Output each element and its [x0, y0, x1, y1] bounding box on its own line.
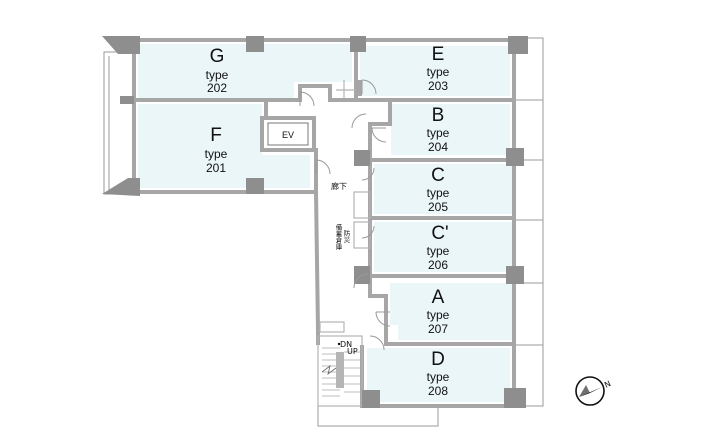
unit-c-letter: C — [431, 165, 445, 186]
unit-f-number: 201 — [206, 161, 226, 175]
unit-c-number: 205 — [428, 200, 448, 214]
unit-d-number: 208 — [428, 384, 448, 398]
unit-e-type: type — [427, 65, 450, 79]
unit-g-type: type — [206, 68, 229, 82]
unit-c: C type 205 — [427, 165, 450, 214]
unit-c-prime: C' type 206 — [427, 223, 450, 272]
unit-b: B type 204 — [427, 105, 450, 154]
structural-columns — [102, 36, 528, 408]
interior-lines — [317, 80, 371, 407]
unit-g-letter: G — [210, 46, 225, 67]
unit-f: F type 201 — [205, 125, 228, 175]
unit-g: G type 202 — [206, 46, 229, 95]
storage-label-col1: 備蓄倉庫 — [334, 223, 342, 252]
unit-a-number: 207 — [428, 322, 448, 336]
stairs-down-label: DN — [340, 340, 352, 349]
compass-north-arrow-icon: N — [575, 376, 612, 406]
unit-c-prime-type: type — [427, 244, 450, 258]
corridor-label: 廊下 — [331, 181, 347, 191]
unit-f-letter: F — [210, 125, 222, 146]
unit-e: E type 203 — [427, 44, 450, 93]
unit-a-letter: A — [432, 287, 445, 308]
unit-b-letter: B — [432, 105, 445, 126]
unit-e-number: 203 — [428, 79, 448, 93]
elevator-label: EV — [282, 130, 294, 140]
unit-a-type: type — [427, 308, 450, 322]
unit-d-type: type — [427, 370, 450, 384]
unit-c-prime-number: 206 — [428, 258, 448, 272]
compass-north-label: N — [603, 379, 612, 390]
unit-f-type: type — [205, 147, 228, 161]
unit-c-type: type — [427, 186, 450, 200]
stairs: DN UP — [321, 340, 360, 397]
unit-c-prime-letter: C' — [431, 223, 448, 244]
unit-g-number: 202 — [207, 81, 227, 95]
unit-d-letter: D — [431, 349, 445, 370]
unit-d: D type 208 — [427, 349, 450, 398]
stairs-up-label: UP — [347, 347, 358, 356]
unit-b-number: 204 — [428, 140, 448, 154]
elevator: EV — [260, 116, 316, 152]
doors — [299, 79, 391, 351]
unit-b-type: type — [427, 126, 450, 140]
unit-e-letter: E — [432, 44, 445, 65]
unit-a: A type 207 — [427, 287, 450, 336]
room-fills — [138, 44, 512, 402]
storage-label-col2: 防災 — [342, 229, 350, 244]
